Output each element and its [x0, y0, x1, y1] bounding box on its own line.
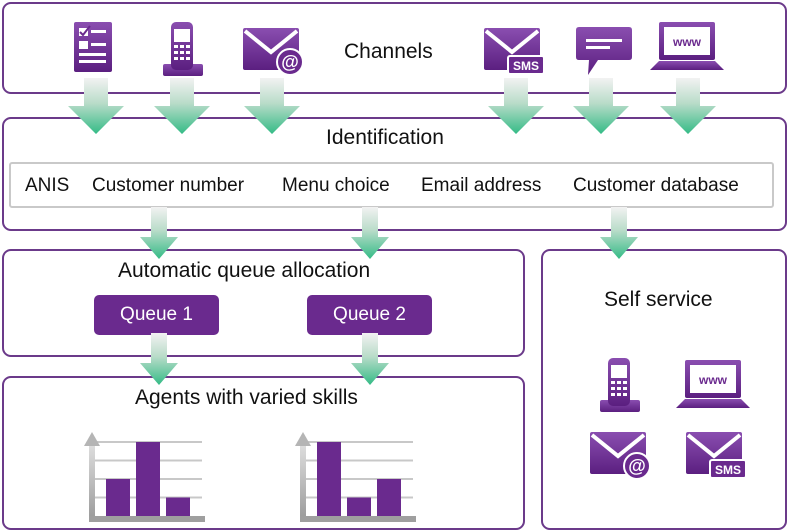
flow-arrow [140, 207, 178, 259]
agents-title: Agents with varied skills [135, 386, 358, 409]
flow-arrow [351, 333, 389, 385]
chart-bar [136, 442, 160, 516]
flow-arrow [573, 78, 629, 134]
self-service-box [541, 249, 787, 530]
id-method-customer-database: Customer database [573, 175, 739, 196]
agent-skill-chart-1 [84, 432, 205, 522]
channels-title: Channels [344, 40, 433, 63]
flow-arrow [600, 207, 638, 259]
www-text: www [698, 373, 728, 387]
id-method-customer-number: Customer number [92, 175, 245, 196]
chart-bar [347, 497, 371, 516]
svg-text:@: @ [628, 456, 646, 476]
agent-skill-chart-2 [295, 432, 416, 522]
sms-icon-text: SMS [715, 463, 741, 477]
chart-y-axis-arrow [295, 432, 311, 446]
chart-bar [377, 479, 401, 516]
mobile-phone-icon [600, 358, 640, 412]
email-icon: @ [590, 432, 651, 480]
identification-title: Identification [326, 126, 444, 149]
flow-arrow [68, 78, 124, 134]
self-service-title: Self service [604, 288, 713, 311]
email-icon: @ [243, 28, 304, 76]
id-method-anis: ANIS [25, 175, 70, 196]
chart-y-axis [89, 442, 95, 520]
form-icon [74, 22, 112, 72]
flow-arrow [351, 207, 389, 259]
chart-y-axis [300, 442, 306, 520]
sms-icon: SMS [484, 28, 545, 75]
sms-icon: SMS [686, 432, 747, 479]
svg-text:@: @ [281, 52, 299, 72]
chart-bar [166, 497, 190, 516]
chart-y-axis-arrow [84, 432, 100, 446]
web-laptop-icon: www [650, 22, 724, 70]
flow-arrow [244, 78, 300, 134]
chat-bubble-icon [576, 27, 632, 75]
flow-arrow [140, 333, 178, 385]
channels-box [2, 2, 787, 94]
queue-allocation-box [2, 249, 525, 357]
queue-allocation-title: Automatic queue allocation [118, 259, 371, 282]
chart-x-axis [300, 516, 416, 522]
flow-arrow [488, 78, 544, 134]
id-method-email-address: Email address [421, 175, 542, 196]
id-method-menu-choice: Menu choice [282, 175, 390, 196]
web-laptop-icon: www [676, 360, 750, 408]
sms-icon-text: SMS [513, 59, 539, 73]
mobile-phone-icon [163, 22, 203, 76]
flow-arrow [154, 78, 210, 134]
chart-x-axis [89, 516, 205, 522]
flow-arrow [660, 78, 716, 134]
queue-1-button[interactable]: Queue 1 [94, 295, 219, 335]
identification-methods-row [9, 162, 774, 208]
queue-2-button[interactable]: Queue 2 [307, 295, 432, 335]
www-text: www [672, 35, 702, 49]
chart-bar [106, 479, 130, 516]
chart-bar [317, 442, 341, 516]
